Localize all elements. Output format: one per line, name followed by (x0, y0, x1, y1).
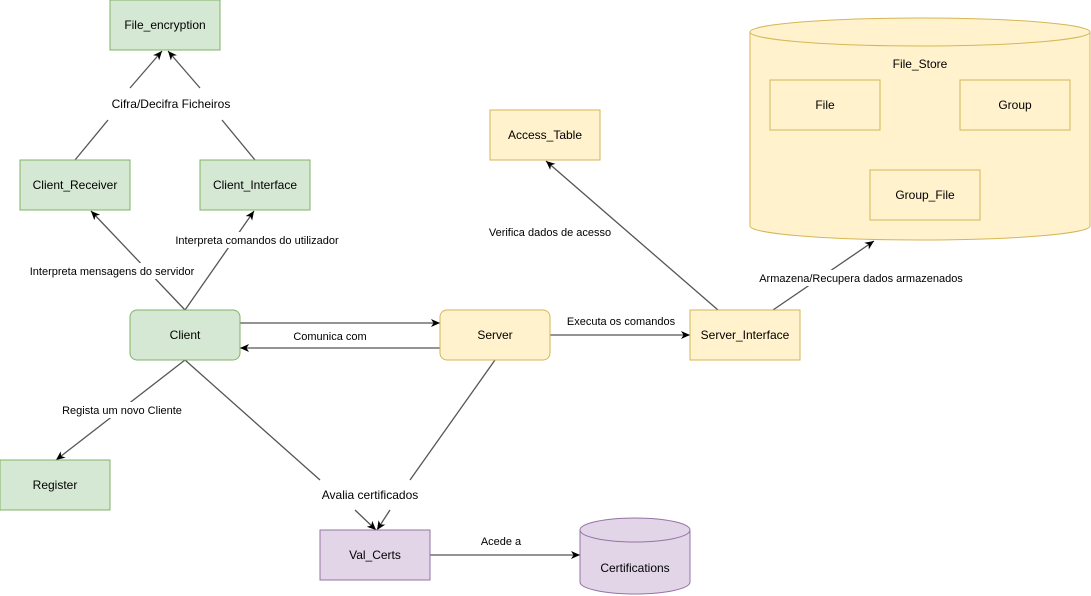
node-server-interface-label: Server_Interface (701, 328, 790, 342)
node-val-certs: Val_Certs (319, 529, 431, 581)
node-server-label: Server (477, 328, 512, 342)
node-group-label: Group (998, 98, 1032, 112)
edge-serverinterface-to-accesstable (545, 160, 719, 311)
node-register: Register (0, 459, 111, 511)
node-client-receiver-label: Client_Receiver (33, 178, 118, 192)
node-group: Group (959, 79, 1071, 131)
node-client-label: Client (170, 328, 201, 342)
edge-label-verifica: Verifica dados de acesso (489, 227, 611, 239)
node-file-encryption-label: File_encryption (124, 18, 205, 32)
edge-label-interpreta-msg: Interpreta mensagens do servidor (30, 266, 195, 278)
edge-labels: Cifra/Decifra Ficheiros Interpreta coman… (28, 94, 966, 548)
node-certifications: Certifications (579, 517, 691, 595)
edge-interface-to-encryption (221, 119, 256, 161)
edge-server-to-valcerts (409, 359, 496, 481)
node-client-receiver: Client_Receiver (19, 159, 131, 211)
node-access-table-label: Access_Table (508, 128, 582, 142)
edge-label-armazena: Armazena/Recupera dados armazenados (759, 273, 963, 285)
node-server: Server (439, 309, 551, 361)
node-server-interface: Server_Interface (689, 309, 801, 361)
edge-label-regista: Regista um novo Cliente (62, 405, 182, 417)
node-file-encryption: File_encryption (109, 0, 221, 51)
edge-client-to-interface (184, 210, 255, 311)
node-client-interface: Client_Interface (199, 159, 311, 211)
edge-client-to-valcerts (184, 359, 321, 481)
node-val-certs-label: Val_Certs (349, 548, 401, 562)
edge-server-to-valcerts-arrow (376, 509, 391, 531)
edge-interface-to-encryption-arrow (167, 50, 201, 89)
node-client: Client (129, 309, 241, 361)
edge-client-to-valcerts-arrow (354, 509, 377, 531)
node-file-store-label: File_Store (893, 57, 948, 71)
node-file-label: File (815, 98, 835, 112)
node-file: File (769, 79, 881, 131)
edge-label-acede: Acede a (481, 536, 522, 548)
edge-receiver-to-encryption-arrow (129, 50, 163, 89)
node-access-table: Access_Table (489, 109, 601, 161)
node-register-label: Register (33, 478, 78, 492)
edge-receiver-to-encryption (74, 119, 109, 161)
edge-label-interpreta-cmd: Interpreta comandos do utilizador (175, 235, 339, 247)
node-certifications-label: Certifications (600, 561, 669, 575)
edge-label-executa: Executa os comandos (567, 316, 676, 328)
node-group-file-label: Group_File (895, 188, 955, 202)
node-client-interface-label: Client_Interface (213, 178, 297, 192)
edge-label-cifra: Cifra/Decifra Ficheiros (112, 97, 231, 111)
node-group-file: Group_File (869, 169, 981, 221)
edge-label-comunica: Comunica com (293, 331, 366, 343)
edge-client-to-receiver (90, 210, 186, 311)
edge-label-avalia: Avalia certificados (322, 488, 419, 502)
